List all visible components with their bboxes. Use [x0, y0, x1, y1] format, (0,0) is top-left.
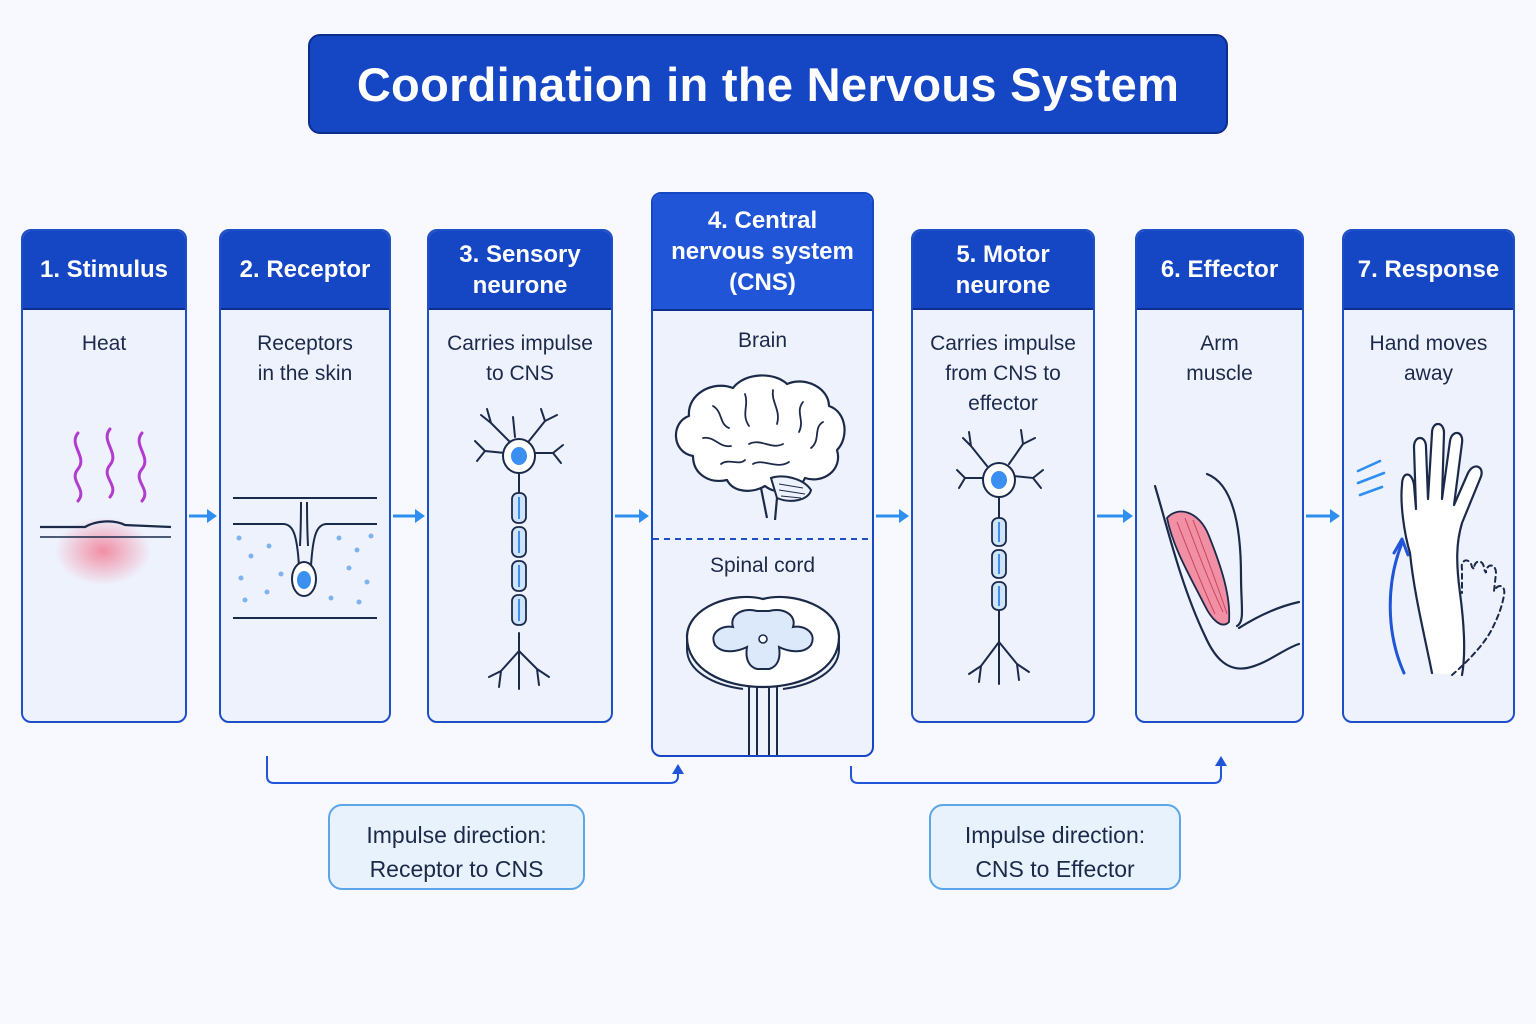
step-cns: 4. Central nervous system (CNS) Brain Sp…	[651, 192, 874, 757]
sensory-neurone-icon	[474, 408, 564, 690]
brain-label: Brain	[737, 329, 788, 352]
spinal-cord-icon	[685, 595, 841, 755]
step-motor-neurone: 5. Motor neurone Carries impulse from CN…	[911, 229, 1095, 723]
step-heading: 7. Response	[1344, 231, 1513, 310]
step-description: Heat	[81, 332, 127, 355]
step-description: Carries impulse to CNS	[447, 332, 593, 385]
title-banner: Coordination in the Nervous System	[308, 34, 1228, 134]
note-label: Impulse direction:	[964, 822, 1146, 848]
step-heading: 1. Stimulus	[23, 231, 185, 310]
impulse-note-motor: Impulse direction: CNS to Effector	[929, 804, 1181, 890]
step-description: Receptors in the skin	[257, 332, 353, 385]
note-value: CNS to Effector	[975, 856, 1135, 882]
motor-neurone-icon	[956, 429, 1044, 685]
flow-arrow-4	[876, 509, 909, 523]
hand-withdraw-icon	[1356, 422, 1506, 677]
step-heading: 6. Effector	[1137, 231, 1302, 310]
cns-divider	[653, 538, 872, 540]
spinal-cord-label: Spinal cord	[709, 554, 816, 577]
skin-receptor-icon	[233, 497, 377, 619]
flow-arrow-3	[615, 509, 649, 523]
flow-arrow-6	[1306, 509, 1340, 523]
step-heading: 5. Motor neurone	[913, 231, 1093, 310]
step-stimulus: 1. Stimulus Heat	[21, 229, 187, 723]
brain-icon	[674, 374, 846, 521]
page-title: Coordination in the Nervous System	[356, 57, 1180, 111]
step-heading: 4. Central nervous system (CNS)	[653, 194, 872, 311]
step-effector: 6. Effector Arm muscle	[1135, 229, 1304, 723]
note-label: Impulse direction:	[366, 822, 547, 848]
flow-arrow-2	[393, 509, 425, 523]
arm-muscle-icon	[1153, 472, 1301, 670]
flow-arrow-5	[1097, 509, 1133, 523]
heat-waves-icon	[40, 427, 172, 585]
step-heading: 2. Receptor	[221, 231, 389, 310]
step-sensory-neurone: 3. Sensory neurone Carries impulse to CN…	[427, 229, 613, 723]
step-heading: 3. Sensory neurone	[429, 231, 611, 310]
flow-arrow-1	[189, 509, 217, 523]
step-description: Arm muscle	[1186, 332, 1253, 385]
step-description: Hand moves away	[1369, 332, 1488, 385]
step-response: 7. Response Hand moves away	[1342, 229, 1515, 723]
step-description: Carries impulse from CNS to effector	[930, 332, 1076, 415]
note-value: Receptor to CNS	[369, 856, 544, 882]
impulse-note-sensory: Impulse direction: Receptor to CNS	[328, 804, 585, 890]
step-receptor: 2. Receptor Receptors in the skin	[219, 229, 391, 723]
